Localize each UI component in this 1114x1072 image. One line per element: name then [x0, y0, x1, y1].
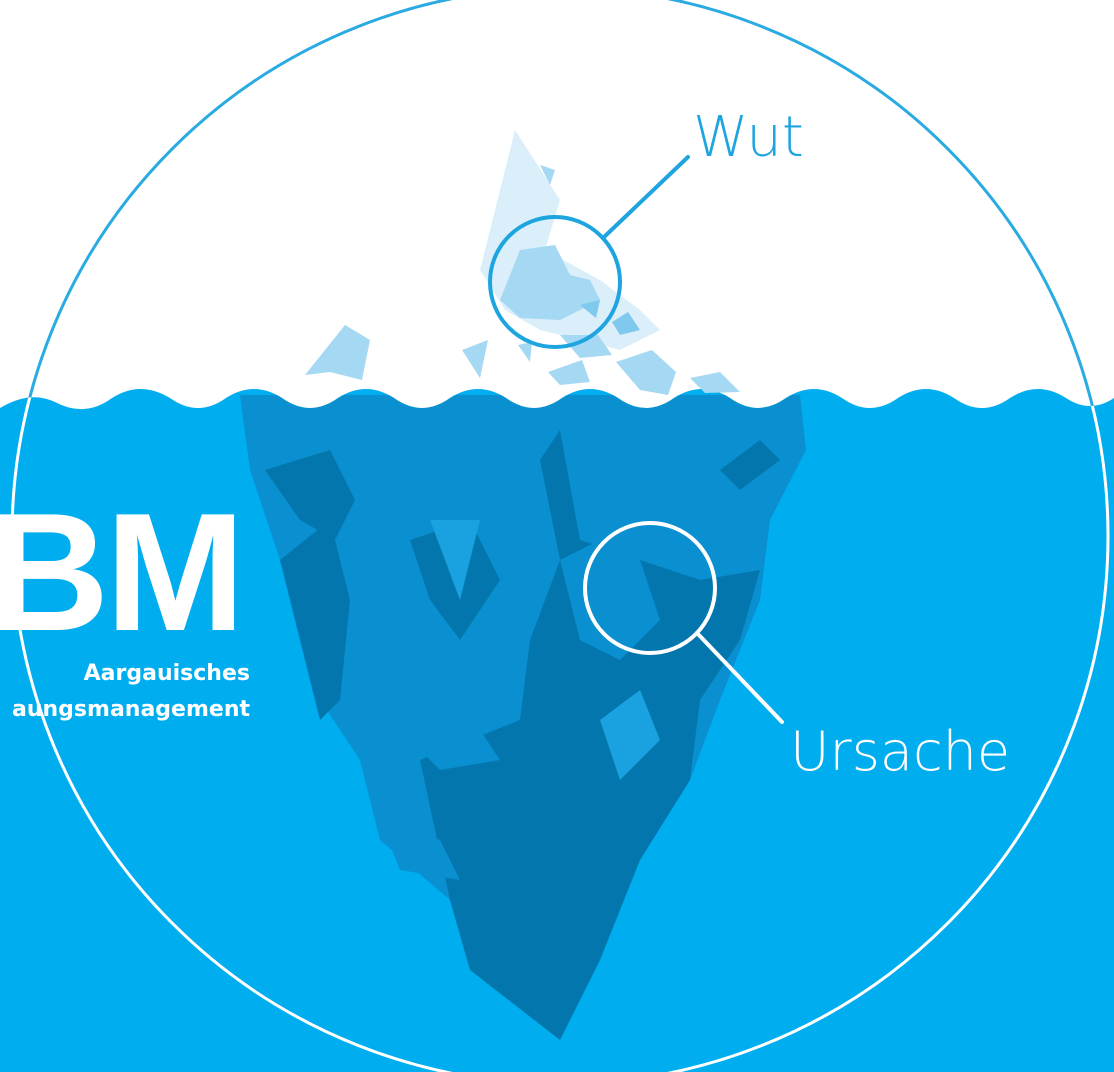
magnifier-icon	[583, 521, 784, 724]
iceberg-tip	[305, 130, 740, 395]
label-bottom: Ursache	[790, 720, 1010, 783]
frame-circle	[10, 0, 1110, 1072]
brand-mark: BM	[0, 478, 241, 666]
brand-line-1: Aargauisches	[84, 661, 250, 686]
magnifier-icon	[488, 155, 690, 349]
brand-line-2: aungsmanagement	[12, 697, 250, 722]
iceberg-underwater	[240, 395, 806, 1040]
label-top: Wut	[693, 105, 804, 170]
